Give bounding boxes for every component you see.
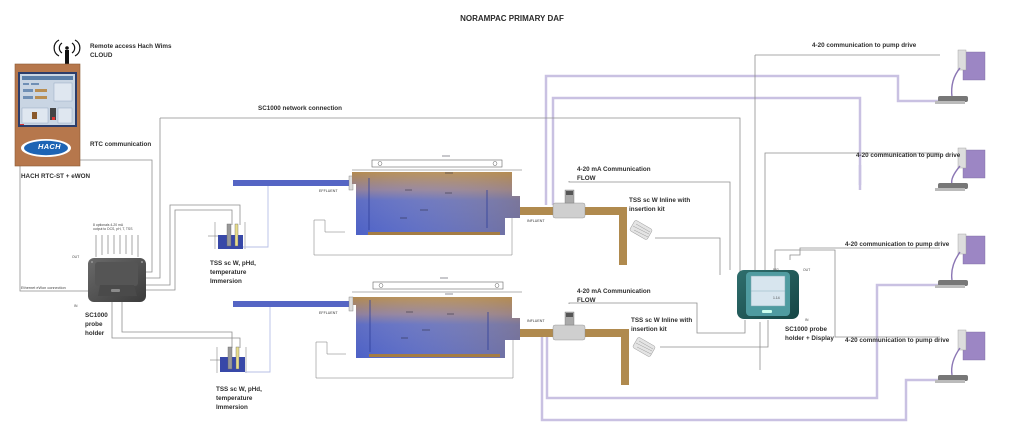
sc1000-right-line1: SC1000 probe [785, 326, 827, 333]
in-label-left: IN [74, 304, 78, 308]
flow-comm-label-2: 4-20 mA Communication FLOW [577, 287, 651, 305]
optional-outputs-line1: 8 optionals 4-20 mA [93, 223, 124, 227]
pump-drive-comm-label-3: 4-20 communication to pump drive [845, 241, 950, 248]
influent-pipe-2 [548, 311, 629, 385]
tss-inline-probe-1 [629, 220, 653, 240]
sc1000-right-label: SC1000 probe holder + Display [785, 325, 834, 343]
diagram-title: NORAMPAC PRIMARY DAF [460, 14, 564, 23]
sc1000-probe-holder-left [88, 258, 146, 302]
tss-immersion-label-2: TSS sc W, pHd, temperature Immersion [216, 385, 262, 412]
flow-comm-label-1: 4-20 mA Communication FLOW [577, 165, 651, 183]
tss-inline-probe-2 [632, 337, 656, 357]
rtc-communication-label: RTC communication [90, 141, 152, 148]
hach-logo-text: HACH [38, 142, 61, 151]
purple-line-pump-4 [540, 330, 940, 422]
display-value-1: 992 [773, 268, 779, 272]
effluent-tag-2: EFFLUENT [319, 311, 338, 315]
pump-drive-4 [935, 329, 986, 383]
influent-tag-2: INFLUENT [527, 319, 545, 323]
tss-immersion-1-line3: Immersion [210, 278, 242, 286]
remote-access-line1: Remote access Hach Wims [90, 43, 172, 50]
flow-comm-1-line1: 4-20 mA Communication [577, 166, 651, 173]
tss-immersion-2-line2: temperature [216, 395, 253, 403]
pump-drive-comm-label-4: 4-20 communication to pump drive [845, 337, 950, 344]
daf-tank-1 [233, 155, 548, 256]
hach-rtc-panel [14, 63, 81, 167]
influent-tag-1: INFLUENT [527, 219, 545, 223]
purple-line-pump-2 [551, 96, 862, 205]
display-value-2: 1.14 [773, 296, 780, 300]
sc1000-left-line3: holder [85, 330, 105, 338]
flow-comm-2-line1: 4-20 mA Communication [577, 288, 651, 295]
remote-access-label: Remote access Hach Wims CLOUD [90, 42, 172, 60]
daf-tank-2 [233, 277, 548, 379]
tss-inline-2-line2: insertion kit [631, 326, 667, 334]
out-label-left: OUT [72, 255, 80, 259]
pump-lines [540, 74, 940, 422]
tss-inline-label-1: TSS sc W Inline with insertion kit [629, 196, 690, 214]
signal-wires [19, 54, 940, 370]
tss-immersion-1-line1: TSS sc W, pHd, [210, 260, 256, 267]
in-label-right: IN [805, 318, 809, 322]
tss-inline-1-line1: TSS sc W Inline with [629, 197, 691, 204]
tss-immersion-2-line1: TSS sc W, pHd, [216, 386, 262, 393]
influent-pipe-1 [548, 189, 627, 265]
remote-access-line2: CLOUD [90, 52, 113, 60]
sc1000-left-line2: probe [85, 321, 103, 329]
effluent-tag-1: EFFLUENT [319, 189, 338, 193]
tss-immersion-2-line3: Immersion [216, 404, 248, 412]
tss-immersion-label-1: TSS sc W, pHd, temperature Immersion [210, 259, 256, 286]
pump-drive-comm-label-1: 4-20 communication to pump drive [812, 42, 917, 49]
tss-immersion-1-line2: temperature [210, 269, 247, 277]
tss-inline-2-line1: TSS sc W Inline with [631, 317, 693, 324]
sc1000-probe-holder-display [737, 270, 799, 319]
sc1000-left-label: SC1000 probe holder [85, 311, 108, 338]
pump-drive-2 [935, 147, 986, 191]
flow-comm-1-line2: FLOW [577, 175, 596, 183]
optional-outputs-label: 8 optionals 4-20 mA output to DCS, pH, T… [93, 223, 132, 232]
out-label-right: OUT [803, 268, 811, 272]
rtc-device-label: HACH RTC-ST + eWON [21, 173, 91, 180]
sc1000-right-line2: holder + Display [785, 335, 834, 343]
tss-inline-1-line2: insertion kit [629, 206, 665, 214]
hmi-screen [21, 76, 73, 124]
purple-line-pump-3 [545, 283, 940, 400]
purple-line-pump-1 [544, 74, 940, 205]
pump-drive-1 [935, 49, 986, 104]
flow-comm-2-line2: FLOW [577, 297, 596, 305]
immersion-probe-1 [208, 185, 269, 249]
sc1000-left-line1: SC1000 [85, 312, 108, 319]
optional-outputs-line2: output to DCS, pH, T, TSS [93, 227, 133, 232]
antenna-icon [53, 39, 81, 64]
ethernet-ewon-label: Ethernet eWon connection [21, 286, 66, 290]
tss-inline-label-2: TSS sc W Inline with insertion kit [631, 316, 692, 334]
sc1000-network-label: SC1000 network connection [258, 105, 342, 112]
pump-drive-comm-label-2: 4-20 communication to pump drive [856, 152, 961, 159]
immersion-probe-2 [210, 306, 271, 373]
pump-drive-3 [935, 233, 986, 288]
